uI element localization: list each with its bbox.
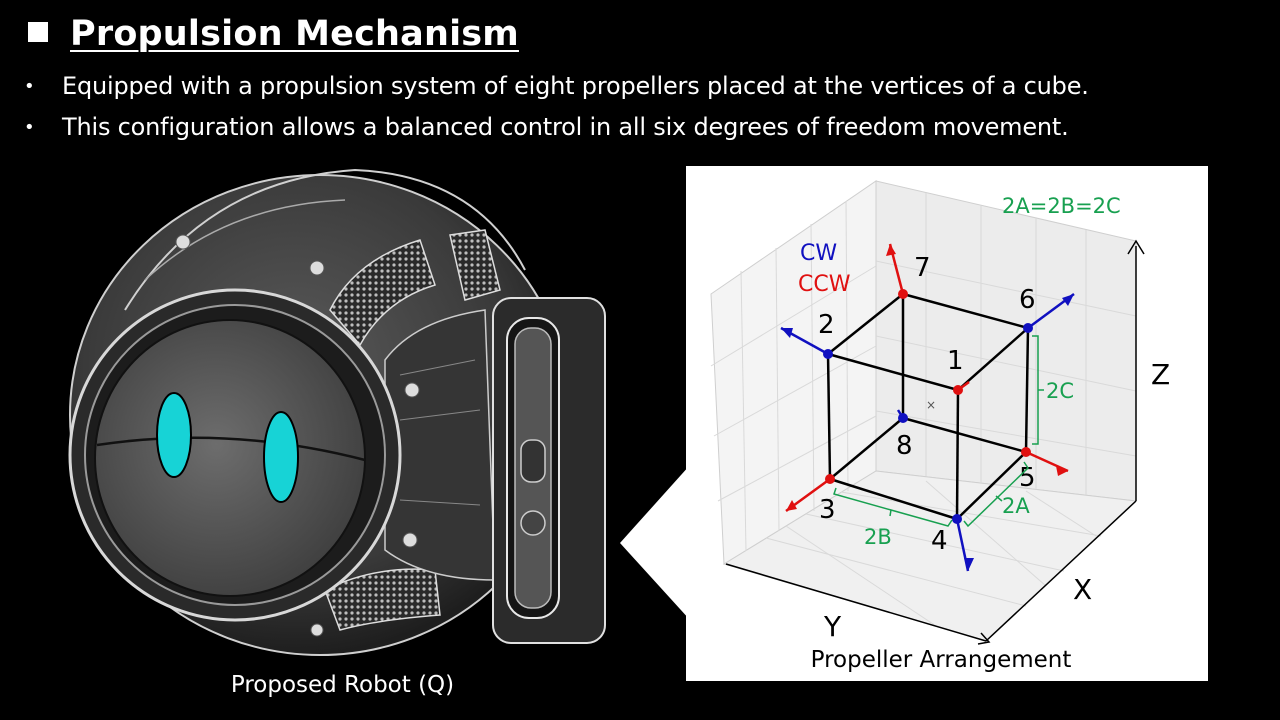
dimension-2a: 2A xyxy=(1002,494,1030,518)
axis-y-label: Y xyxy=(823,610,842,643)
callout-pointer xyxy=(620,465,690,620)
axis-x-label: X xyxy=(1073,573,1092,606)
dimension-2b: 2B xyxy=(864,525,892,549)
bullet-text: Equipped with a propulsion system of eig… xyxy=(62,72,1089,100)
axis-z-label: Z xyxy=(1151,358,1170,391)
bullet-text: This configuration allows a balanced con… xyxy=(62,113,1069,141)
vertex-1-label: 1 xyxy=(947,346,964,376)
robot-left-eye xyxy=(156,392,192,478)
slide-title-text: Propulsion Mechanism xyxy=(70,14,519,54)
vertex-6-dot xyxy=(1023,323,1033,333)
svg-text:×: × xyxy=(926,398,936,412)
vertex-2-dot xyxy=(823,349,833,359)
vertex-5-dot xyxy=(1021,447,1031,457)
robot-illustration xyxy=(55,160,615,665)
bullet-item: • Equipped with a propulsion system of ei… xyxy=(24,66,1089,107)
bullet-item: • This configuration allows a balanced co… xyxy=(24,107,1089,148)
legend-ccw: CCW xyxy=(798,272,851,297)
vertex-8-dot xyxy=(898,413,908,423)
vertex-4-dot xyxy=(952,514,962,524)
square-bullet-icon xyxy=(28,22,48,42)
dimension-2c: 2C xyxy=(1046,379,1074,403)
dimension-equation: 2A=2B=2C xyxy=(1002,194,1121,218)
robot-right-eye xyxy=(263,411,299,503)
slide-title: Propulsion Mechanism xyxy=(28,14,519,54)
vertex-1-dot xyxy=(953,385,963,395)
bullet-dot-icon: • xyxy=(24,76,35,97)
vertex-3-label: 3 xyxy=(819,495,836,525)
vertex-7-label: 7 xyxy=(914,253,931,283)
propeller-diagram-panel: × 1 2 xyxy=(686,166,1208,681)
bullet-list: • Equipped with a propulsion system of ei… xyxy=(24,66,1089,148)
diagram-caption: Propeller Arrangement xyxy=(810,647,1072,673)
robot-drawing xyxy=(68,168,606,656)
vertex-6-label: 6 xyxy=(1019,285,1036,315)
vertex-3-dot xyxy=(825,474,835,484)
vertex-2-label: 2 xyxy=(818,310,835,340)
vertex-7-dot xyxy=(898,289,908,299)
robot-caption: Proposed Robot (Q) xyxy=(230,672,455,698)
vertex-8-label: 8 xyxy=(896,431,913,461)
vertex-4-label: 4 xyxy=(931,526,948,556)
bullet-dot-icon: • xyxy=(24,117,35,138)
propeller-arrangement-diagram: × 1 2 xyxy=(710,180,1170,645)
vertex-5-label: 5 xyxy=(1019,463,1036,493)
legend-cw: CW xyxy=(800,241,837,266)
